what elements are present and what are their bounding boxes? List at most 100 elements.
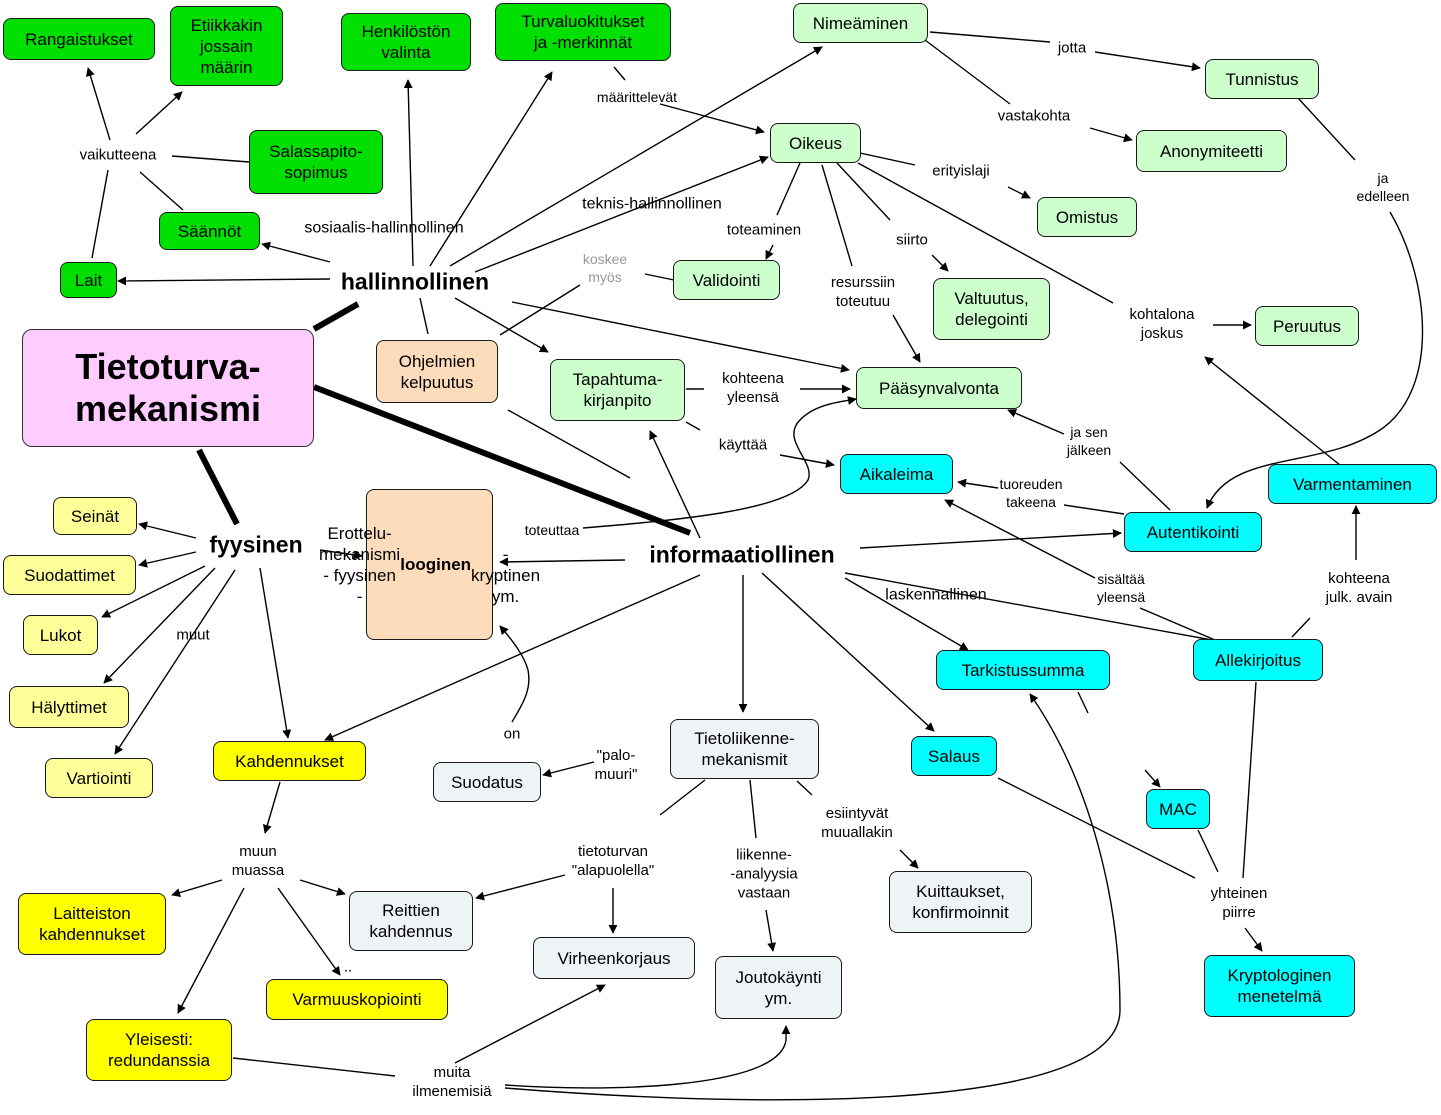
- edge-connector: [944, 499, 1096, 579]
- erottelu-text-a: Erottelu- mekanismi - fyysinen -: [318, 523, 401, 606]
- edge-connector: [997, 777, 1196, 879]
- label-sisaltaa-yleensa: sisältää yleensä: [1096, 571, 1146, 605]
- node-tietoliikennemekanismit[interactable]: Tietoliikenne- mekanismit: [670, 719, 819, 779]
- node-laitteiston-kahdennukset[interactable]: Laitteiston kahdennukset: [18, 893, 166, 955]
- node-turvaluokitukset[interactable]: Turvaluokitukset ja -merkinnät: [495, 3, 671, 61]
- label-siirto: siirto: [896, 231, 928, 249]
- label-palomuuri: "palo- muuri": [594, 747, 638, 783]
- edge-connector: [171, 155, 250, 163]
- label-koskee-myos: koskee myös: [582, 251, 628, 285]
- edge-connector: [1007, 409, 1065, 435]
- node-seinat[interactable]: Seinät: [53, 497, 137, 535]
- label-vaikutteena: vaikutteena: [79, 146, 157, 164]
- node-anonymiteetti[interactable]: Anonymiteetti: [1136, 130, 1287, 172]
- node-kuittaukset[interactable]: Kuittaukset, konfirmoinnit: [889, 871, 1032, 933]
- label-esiintyvat-muuallakin: esiintyvät muuallakin: [821, 805, 893, 841]
- node-kahdennukset[interactable]: Kahdennukset: [213, 741, 366, 781]
- edge-connector: [582, 396, 857, 529]
- node-mac[interactable]: MAC: [1146, 789, 1210, 829]
- label-muut: muut: [176, 626, 210, 644]
- edge-connector: [196, 448, 240, 526]
- label-kohteena-yleensa: kohteena yleensä: [722, 370, 784, 406]
- node-virheenkorjaus[interactable]: Virheenkorjaus: [533, 937, 695, 979]
- hub-hallinnollinen[interactable]: hallinnollinen: [340, 268, 490, 295]
- node-salassapitosopimus[interactable]: Salassapito- sopimus: [249, 130, 383, 194]
- edge-connector: [299, 879, 346, 896]
- edge-connector: [844, 572, 1213, 641]
- edge-connector: [259, 567, 292, 739]
- node-ohjelmien-kelpuutus[interactable]: Ohjelmien kelpuutus: [376, 340, 498, 403]
- node-kryptologinen[interactable]: Kryptologinen menetelmä: [1204, 955, 1355, 1017]
- edge-connector: [419, 297, 429, 335]
- label-sosiaalis-hallinnollinen: sosiaalis-hallinnollinen: [304, 219, 464, 237]
- node-tapahtumakirjanpito[interactable]: Tapahtuma- kirjanpito: [550, 359, 685, 421]
- node-joutokaynti[interactable]: Joutokäynti ym.: [715, 956, 842, 1019]
- label-kohtalona-joskus: kohtalona joskus: [1129, 306, 1195, 342]
- label-vastakohta: vastakohta: [997, 107, 1071, 125]
- node-vartiointi[interactable]: Vartiointi: [45, 758, 153, 798]
- edge-connector: [1205, 211, 1424, 509]
- node-salaus[interactable]: Salaus: [911, 736, 997, 776]
- edge-connector: [103, 567, 216, 684]
- edge-connector: [475, 874, 566, 901]
- node-omistus[interactable]: Omistus: [1037, 197, 1137, 237]
- node-reittien-kahdennus[interactable]: Reittien kahdennus: [349, 891, 473, 951]
- edge-connector: [779, 454, 835, 468]
- edge-connector: [449, 46, 823, 267]
- node-henkiloston-valinta[interactable]: Henkilöstön valinta: [341, 13, 471, 71]
- edge-connector: [957, 478, 999, 489]
- edge-connector: [659, 779, 706, 816]
- edge-connector: [761, 572, 935, 732]
- node-validointi[interactable]: Validointi: [673, 260, 780, 300]
- edge-connector: [454, 297, 549, 353]
- edge-connector: [499, 557, 626, 567]
- node-autentikointi[interactable]: Autentikointi: [1124, 512, 1262, 552]
- node-tarkistussumma[interactable]: Tarkistussumma: [936, 650, 1110, 690]
- node-oikeus[interactable]: Oikeus: [770, 123, 861, 163]
- edge-connector: [765, 244, 774, 260]
- node-paasynvalvonta[interactable]: Pääsynvalvonta: [856, 367, 1022, 409]
- main-concept-node[interactable]: Tietoturva- mekanismi: [22, 329, 314, 447]
- label-tietoturvan-alapuolella: tietoturvan "alapuolella": [571, 843, 655, 879]
- label-maarittelevat: määrittelevät: [596, 89, 678, 105]
- node-rangaistukset[interactable]: Rangaistukset: [3, 18, 155, 60]
- node-etiikkakin[interactable]: Etiikkakin jossain määrin: [170, 6, 283, 86]
- node-yleisesti[interactable]: Yleisesti: redundanssia: [86, 1019, 232, 1081]
- node-suodattimet[interactable]: Suodattimet: [3, 555, 136, 595]
- edge-connector: [844, 577, 969, 651]
- label-tuoreuden-takeena: tuoreuden takeena: [999, 476, 1063, 510]
- label-ellipsis: ..: [343, 958, 353, 976]
- edge-connector: [429, 71, 553, 267]
- label-resurssiin-toteutuu: resurssiin toteutuu: [830, 274, 896, 310]
- label-muita-ilmenemisia: muita ilmenemisiä: [412, 1064, 492, 1100]
- edge-connector: [101, 565, 206, 618]
- hub-informaatiollinen[interactable]: informaatiollinen: [649, 541, 835, 568]
- edge-connector: [1094, 51, 1201, 72]
- node-tunnistus[interactable]: Tunnistus: [1205, 59, 1319, 99]
- node-peruutus[interactable]: Peruutus: [1255, 306, 1359, 346]
- edge-connector: [857, 162, 1114, 304]
- label-jotta: jotta: [1057, 39, 1087, 57]
- hub-fyysinen[interactable]: fyysinen: [209, 531, 303, 558]
- node-suodatus[interactable]: Suodatus: [433, 762, 541, 802]
- node-aikaleima[interactable]: Aikaleima: [840, 454, 953, 494]
- node-halyttimet[interactable]: Hälyttimet: [9, 686, 129, 728]
- edge-connector: [1139, 607, 1216, 641]
- node-erottelumekanismi[interactable]: Erottelu- mekanismi - fyysinen - loogine…: [319, 489, 540, 640]
- node-varmentaminen[interactable]: Varmentaminen: [1268, 464, 1437, 504]
- edge-connector: [1144, 769, 1161, 788]
- label-liikenneanalyysia-vastaan: liikenne- -analyysia vastaan: [730, 846, 798, 902]
- node-saannot[interactable]: Säännöt: [159, 212, 260, 250]
- edge-connector: [1119, 461, 1171, 511]
- node-allekirjoitus[interactable]: Allekirjoitus: [1193, 639, 1323, 681]
- node-nimeaminen[interactable]: Nimeäminen: [793, 3, 928, 43]
- node-varmuuskopiointi[interactable]: Varmuuskopiointi: [266, 979, 448, 1020]
- edge-connector: [644, 273, 675, 281]
- node-lait[interactable]: Lait: [60, 262, 117, 298]
- edge-connector: [1077, 691, 1089, 714]
- node-valtuutus[interactable]: Valtuutus, delegointi: [933, 278, 1050, 340]
- edge-connector: [821, 164, 853, 267]
- node-lukot[interactable]: Lukot: [23, 615, 98, 655]
- label-erityislaji: erityislaji: [932, 162, 990, 180]
